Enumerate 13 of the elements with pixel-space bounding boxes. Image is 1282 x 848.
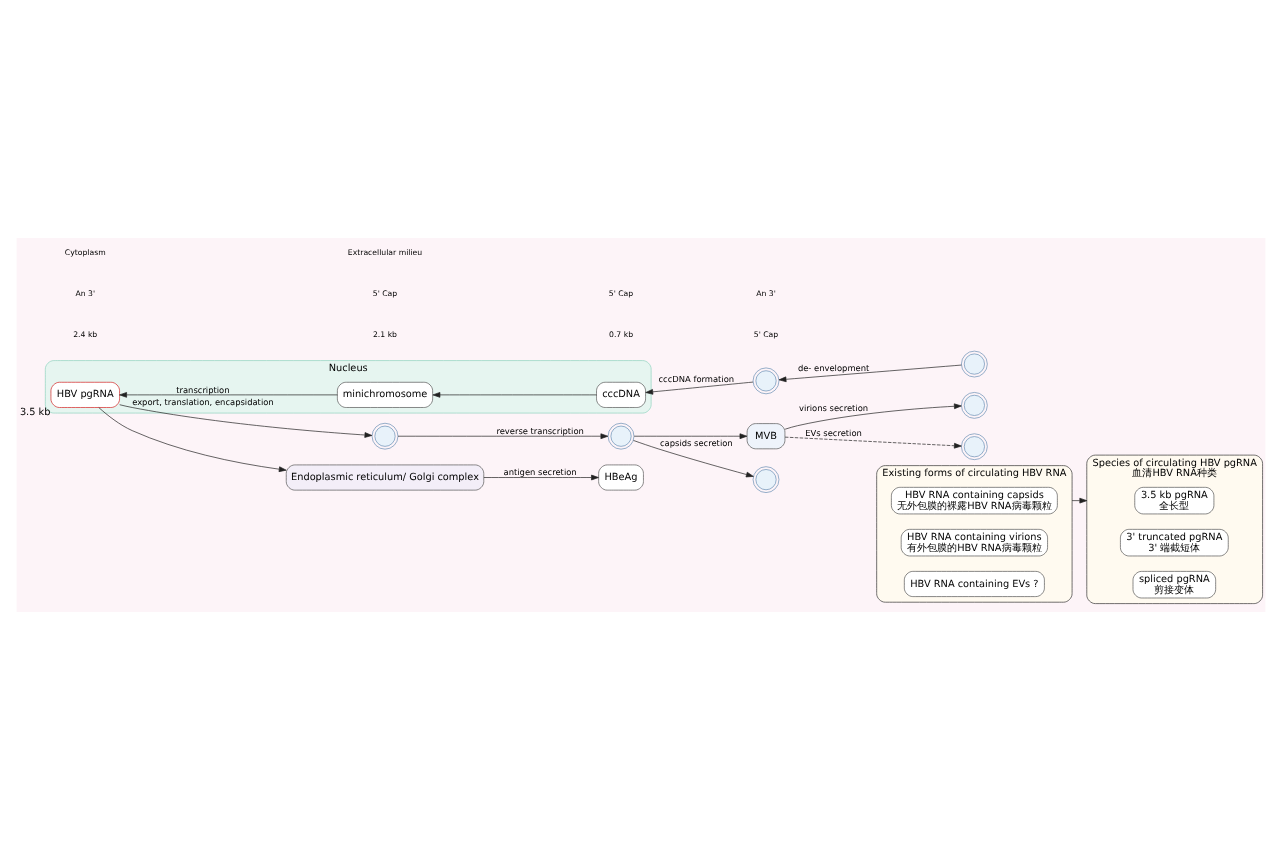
- arrow: [784, 435, 962, 448]
- arrow: [98, 406, 287, 471]
- arrow: [633, 432, 748, 438]
- arrow: [119, 391, 338, 397]
- arrow: [119, 403, 373, 437]
- arrow: [1071, 496, 1088, 503]
- arrow: [432, 391, 597, 397]
- arrow: [784, 402, 962, 429]
- arrow: [778, 363, 962, 382]
- arrow: [397, 432, 609, 438]
- arrow: [483, 473, 599, 480]
- arrow: [633, 439, 754, 477]
- arrow: [645, 380, 754, 394]
